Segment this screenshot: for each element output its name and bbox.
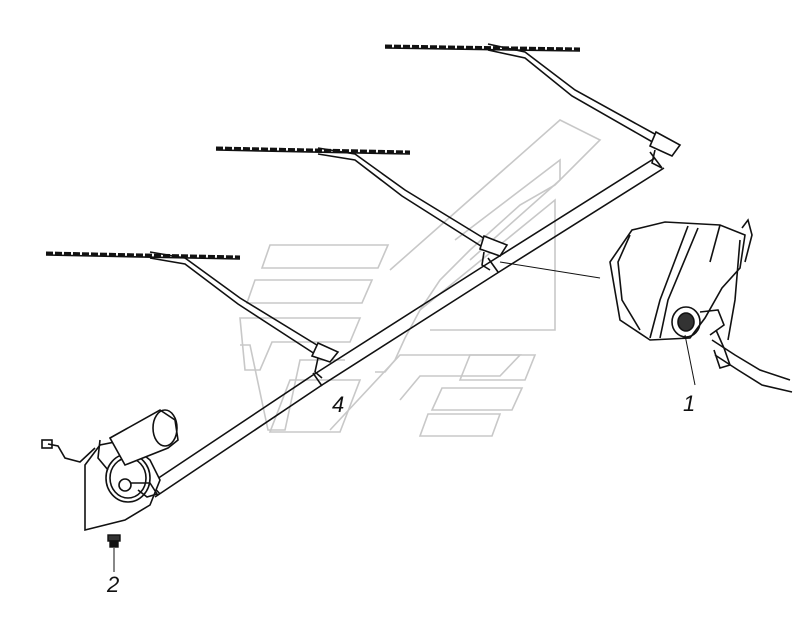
screw	[107, 534, 121, 548]
watermark-logo	[239, 119, 602, 437]
wiper-arm-left	[45, 251, 340, 379]
callout-4: 4	[332, 392, 345, 417]
callout-2: 2	[107, 572, 120, 597]
wiper-arm-middle	[215, 146, 509, 271]
wiper-motor	[41, 409, 179, 532]
linkage-rod	[144, 151, 665, 498]
detail-inset	[609, 218, 793, 393]
callout-1: 1	[683, 391, 696, 416]
leader-line-detail	[499, 261, 601, 279]
leader-lines	[113, 261, 696, 572]
wiper-arm-top	[384, 43, 682, 169]
leader-line-1	[684, 334, 696, 386]
